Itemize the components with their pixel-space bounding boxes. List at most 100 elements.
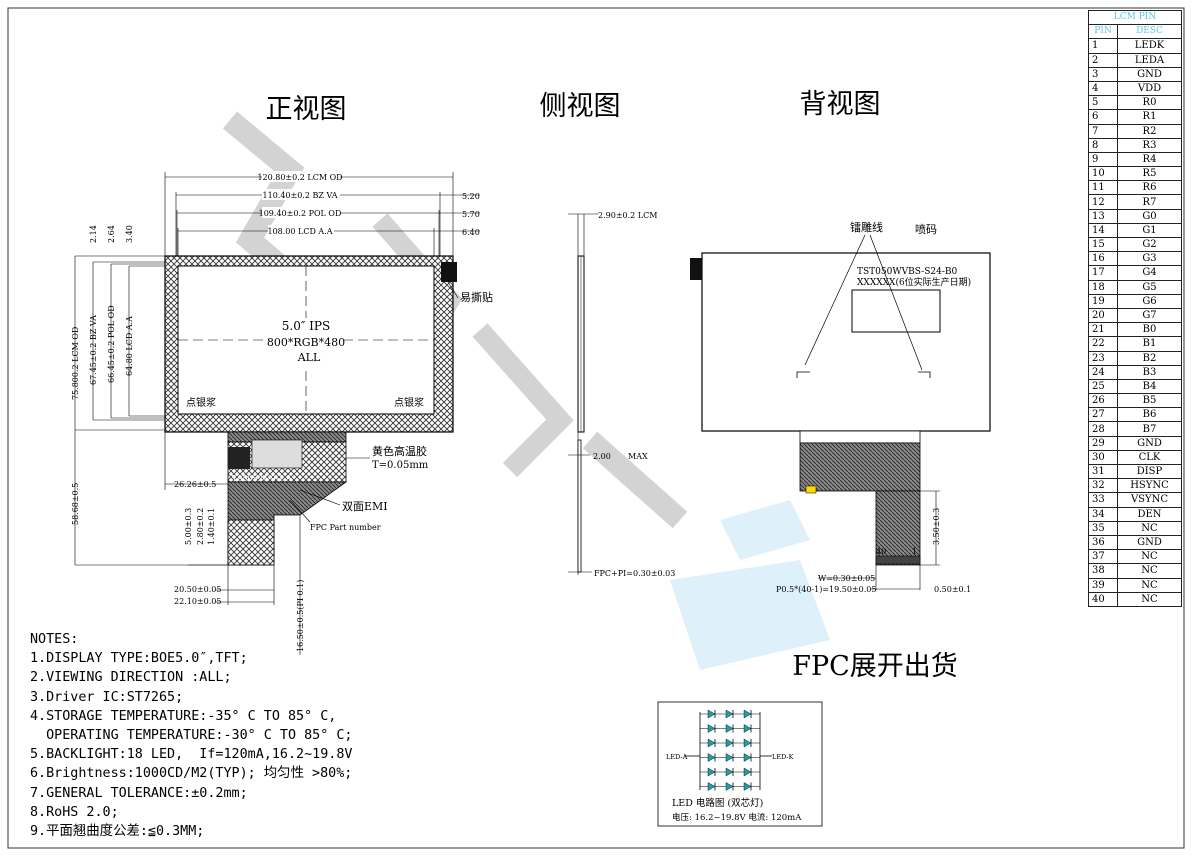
note-7: 7.GENERAL TOLERANCE:±0.2mm; [30,785,248,801]
back-view-title: 背视图 [800,89,881,120]
note-5: 5.BACKLIGHT:18 LED, If=120mA,16.2~19.8V [30,747,353,763]
back-panel [701,252,991,432]
led-diode-icon [707,709,716,719]
side-fpc [577,439,582,573]
led-diode-icon [707,738,716,748]
dim-bz-height: 67.45±0.2 BZ VA [89,315,98,385]
pin-number: 16 [1088,251,1118,267]
screen-view: ALL [297,351,321,364]
pin-number: 22 [1088,336,1118,352]
note-9: 9.平面翘曲度公差:≦0.3MM; [30,824,205,840]
dim-2-14: 2.14 [89,225,98,243]
sheet-border [7,7,1185,849]
dim-fpc-20-50: 20.50±0.05 [174,585,221,594]
pin-desc: NC [1117,520,1182,536]
led-diode-icon [743,782,752,791]
pin-number: 35 [1088,520,1118,536]
side-view-title: 侧视图 [540,91,621,122]
pin-desc: R4 [1117,151,1182,168]
front-view-title: 正视图 [266,94,347,125]
pin-desc: R0 [1117,95,1182,111]
dim-fpc-22-10: 22.10±0.05 [174,597,221,606]
pin-number: 4 [1088,80,1118,97]
pin-desc: LEDK [1117,38,1182,54]
fpc-code-front: T050524-9-1-A [232,474,292,483]
note-4a: 4.STORAGE TEMPERATURE:-35° C TO 85° C, [30,708,337,724]
pin-number: 32 [1088,478,1118,494]
side-fpc-pi: FPC+PI=0.30±0.03 [594,569,675,578]
pin-number: 33 [1088,492,1118,508]
led-diode-icon [743,753,752,762]
back-view: TST050WVBS-S24-B0 XXXXXX(6位实际生产日期) 镭雕线 喷… [690,220,991,594]
note-2: 2.VIEWING DIRECTION :ALL; [30,670,232,686]
pin-number: 40 [1088,591,1118,607]
pin-number: 31 [1088,463,1118,480]
dim-fpc-2-80: 2.80±0.2 [196,508,205,545]
pin-number: 29 [1088,435,1118,451]
back-fpc [799,442,921,492]
led-diode-icon [707,753,716,762]
pin-number: 24 [1088,364,1118,380]
led-cathode-label: LED-K [772,753,794,761]
pin-number: 23 [1088,350,1118,366]
screen-resolution: 800*RGB*480 [267,336,345,349]
pin-number: 5 [1088,95,1118,111]
pin-desc: HSYNC [1117,478,1182,494]
dim-lcd-aa: 108.00 LCD A.A [267,227,332,236]
pin-desc: B5 [1117,393,1182,409]
led-diode-icon [707,724,716,733]
pin-number: 38 [1088,563,1118,579]
led-diode-icon [707,767,716,777]
pin-desc: G2 [1117,236,1182,253]
pin-number: 13 [1088,208,1118,224]
back-code-line2: XXXXXX(6位实际生产日期) [857,276,971,288]
pin-desc: R3 [1117,137,1182,153]
note-3: 3.Driver IC:ST7265; [30,689,184,705]
pin-number: 26 [1088,393,1118,409]
pin-number: 15 [1088,236,1118,253]
tear-tape-tab [441,262,457,282]
pin-desc: G6 [1117,293,1182,309]
pin-number: 10 [1088,166,1118,182]
pin-number: 39 [1088,577,1118,593]
led-diode-icon [743,738,752,748]
inkjet-label: 喷码 [915,223,937,236]
note-8: 8.RoHS 2.0; [30,804,119,820]
led-anode-label: LED-A [666,753,688,761]
dim-right-5-20: 5.20 [462,192,480,201]
pin-number: 14 [1088,222,1118,239]
note-4b: OPERATING TEMPERATURE:-30° C TO 85° C; [30,728,353,744]
pin-desc: GND [1117,435,1182,451]
pin-desc: R7 [1117,194,1182,210]
dim-lcd-height: 64.80 LCD A.A [125,316,134,376]
pin-number: 37 [1088,549,1118,565]
dim-3-40: 3.40 [125,225,134,243]
led-diagram-spec: 电压: 16.2~19.8V 电流: 120mA [672,812,802,823]
pin-desc: G7 [1117,307,1182,324]
yellow-tape-thickness: T=0.05mm [372,460,429,471]
pin-number: 2 [1088,52,1118,68]
dim-2-64: 2.64 [107,225,116,243]
pin-col-header: PIN [1088,24,1118,40]
led-diode-icon [725,767,734,777]
pin-number: 27 [1088,407,1118,423]
emi-label: 双面EMI [342,500,388,513]
dim-pol-od: 109.40±0.2 POL OD [259,209,342,218]
